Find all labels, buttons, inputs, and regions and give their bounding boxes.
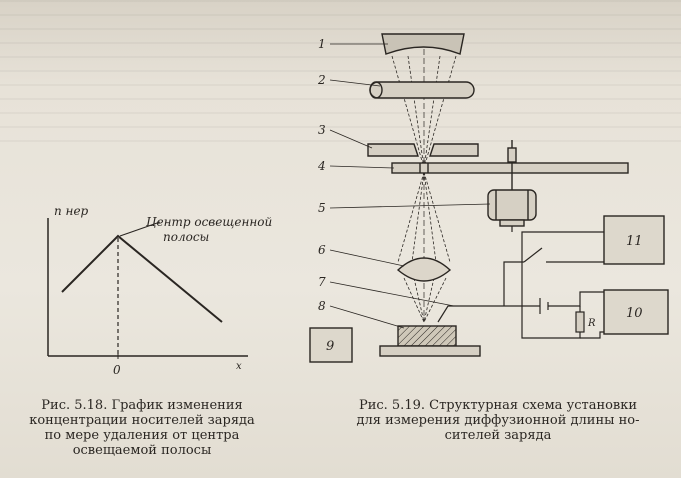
part-label-10: 10 xyxy=(626,306,643,321)
part-3-slit-right xyxy=(429,143,479,157)
part-label-1: 1 xyxy=(318,37,326,51)
part-label-11: 11 xyxy=(626,234,643,249)
part-2-rod xyxy=(369,81,475,99)
part-6-lens xyxy=(396,257,452,282)
switch xyxy=(523,247,543,263)
caption-fig-5-19: Рис. 5.19. Структурная схема установки д… xyxy=(318,398,678,443)
fig-519-schematic xyxy=(309,33,669,363)
part-label-3: 3 xyxy=(318,123,326,137)
x-axis-label: x xyxy=(236,361,242,372)
part-1-mirror xyxy=(381,33,465,55)
caption-line: для измерения диффузионной длины но- xyxy=(356,413,640,428)
x-zero-label: 0 xyxy=(113,363,121,377)
caption-line: освещаемой полосы xyxy=(72,443,212,458)
circuit-wiring xyxy=(437,226,604,339)
annotation-label-line2: полосы xyxy=(163,230,209,244)
caption-fig-5-18: Рис. 5.18. График изменения концентрации… xyxy=(4,398,280,458)
fig-518-graph xyxy=(47,218,248,359)
caption-line: по мере удаления от центра xyxy=(44,428,240,443)
annotation-leader xyxy=(119,221,161,237)
part-label-8: 8 xyxy=(318,299,326,313)
caption-line: сителей заряда xyxy=(444,428,552,443)
caption-line: Рис. 5.19. Структурная схема установки xyxy=(358,398,638,413)
part-label-7: 7 xyxy=(318,275,326,289)
part-label-2: 2 xyxy=(317,73,326,87)
part-label-4: 4 xyxy=(317,159,326,173)
y-axis-label: n нер xyxy=(54,204,89,218)
part-label-9: 9 xyxy=(326,339,334,354)
part-5-drive xyxy=(487,189,537,221)
sample-stage xyxy=(379,345,481,357)
part-2-rod-end xyxy=(369,81,383,99)
part-10-box xyxy=(603,289,669,335)
part-9-box xyxy=(309,327,353,363)
leader-lines xyxy=(329,43,491,329)
caption-line: Рис. 5.18. График изменения xyxy=(41,398,243,413)
concentration-curve xyxy=(61,234,223,323)
annotation-label-line1: Центр освещенной xyxy=(146,215,272,229)
caption-line: концентрации носителей заряда xyxy=(29,413,255,428)
part-11-box xyxy=(603,215,665,265)
light-rays xyxy=(391,55,457,323)
part-8-sample xyxy=(397,325,457,347)
part-3-slit-left xyxy=(367,143,419,157)
part-label-6: 6 xyxy=(318,243,326,257)
resistor xyxy=(575,311,585,333)
resistor-label: R xyxy=(587,318,596,329)
part-label-5: 5 xyxy=(318,201,326,215)
